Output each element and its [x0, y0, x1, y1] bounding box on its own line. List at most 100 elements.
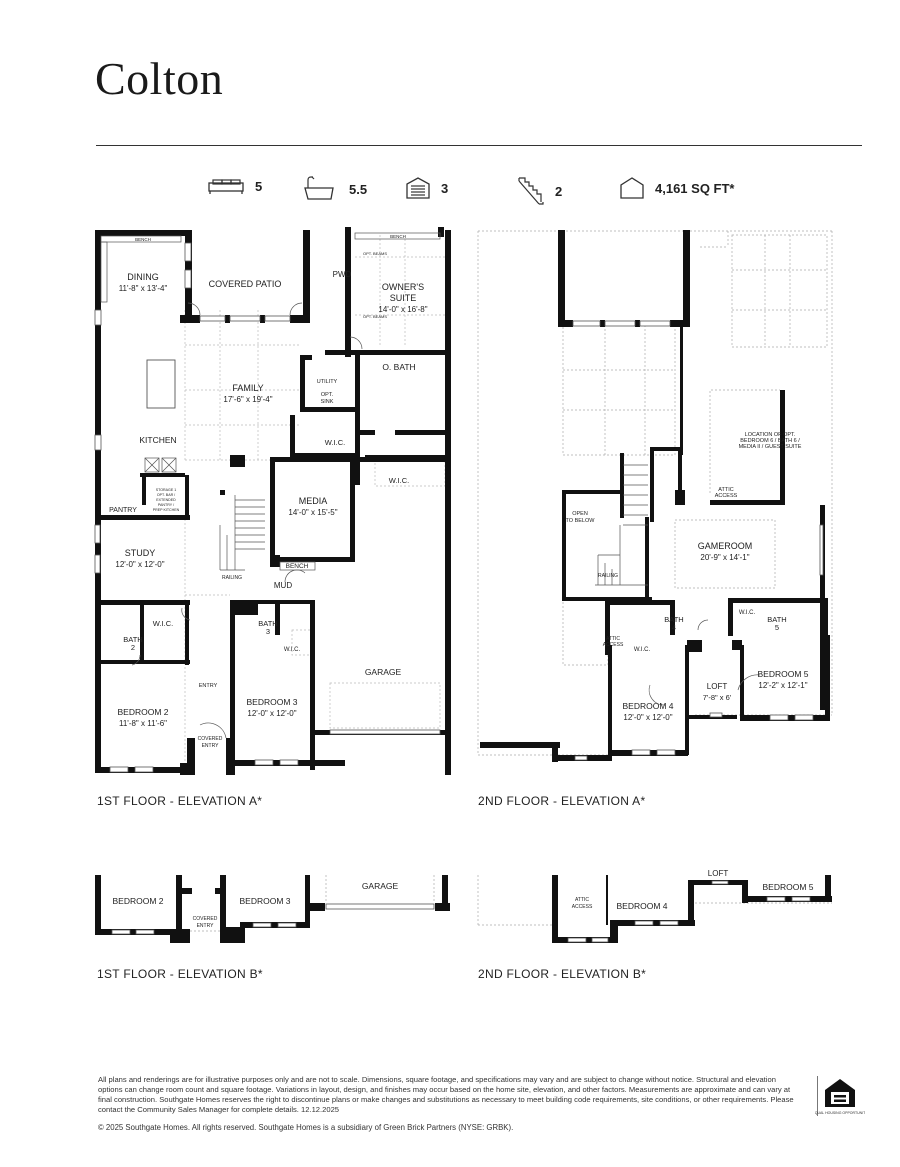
label-bench-dining: BENCH [135, 237, 151, 242]
stat-garage: 3 [405, 176, 448, 200]
room-bath3: BATH [258, 619, 277, 628]
stat-bedrooms-value: 5 [255, 178, 263, 194]
svg-text:2: 2 [131, 643, 135, 652]
elev-b-loft: LOFT [708, 870, 729, 878]
room-bedroom5-dims: 12'-2" x 12'-1" [758, 681, 807, 690]
label-open-to-below: OPEN [572, 511, 588, 517]
elev-b-covered-entry: COVERED [193, 916, 218, 922]
room-owners-suite: OWNER'S [382, 282, 424, 292]
room-covered-patio: COVERED PATIO [209, 279, 282, 289]
svg-text:SINK: SINK [321, 399, 334, 405]
garage-icon [406, 177, 430, 199]
room-o-bath: O. BATH [382, 362, 415, 372]
room-wic-owner2: W.I.C. [389, 476, 409, 485]
bed-icon [208, 179, 244, 194]
caption-2nd-floor-a: 2ND FLOOR - ELEVATION A* [478, 794, 646, 808]
label-attic-access: ATTIC [718, 487, 734, 493]
room-bath4: BATH [664, 615, 683, 624]
plan-stats: 5 5.5 3 2 4,161 SQ FT* [0, 176, 900, 206]
svg-text:ACCESS: ACCESS [603, 642, 624, 648]
label-attic-access-2: ATTIC [606, 636, 620, 642]
stat-sqft-value: 4,161 SQ FT* [655, 180, 735, 196]
copyright-notice: © 2025 Southgate Homes. All rights reser… [98, 1123, 514, 1132]
elev-b-garage: GARAGE [362, 881, 399, 891]
room-family-dims: 17'-6" x 19'-4" [223, 395, 272, 404]
room-garage: GARAGE [365, 667, 402, 677]
label-railing: RAILING [222, 575, 242, 581]
room-bedroom5: BEDROOM 5 [757, 669, 808, 679]
label-railing-2: RAILING [598, 573, 618, 579]
label-bench-owner: BENCH [390, 234, 406, 239]
label-bench-mud: BENCH [286, 563, 309, 570]
room-pwd: PWD [333, 270, 352, 279]
plan-title: Colton [95, 53, 224, 104]
header-divider [96, 145, 862, 146]
room-gameroom: GAMEROOM [698, 541, 753, 551]
room-bedroom2: BEDROOM 2 [117, 707, 168, 717]
room-bedroom3: BEDROOM 3 [246, 697, 297, 707]
room-dining-dims: 11'-8" x 13'-4" [119, 284, 168, 293]
stat-garage-value: 3 [441, 180, 449, 196]
svg-text:OPT. BAR /: OPT. BAR / [157, 493, 175, 497]
room-loft-dims: 7'-8" x 6' [703, 693, 732, 702]
room-owners-suite-dims: 14'-0" x 16'-8" [378, 305, 427, 314]
svg-text:OPT. BEAMS: OPT. BEAMS [363, 314, 387, 319]
room-wic-owner1: W.I.C. [325, 438, 345, 447]
svg-text:4: 4 [672, 623, 676, 632]
svg-text:TO BELOW: TO BELOW [566, 518, 596, 524]
svg-text:3: 3 [266, 627, 270, 636]
room-gameroom-dims: 20'-9" x 14'-1" [700, 553, 749, 562]
svg-text:ENTRY: ENTRY [202, 743, 220, 749]
room-wic-bed5: W.I.C. [739, 610, 756, 616]
room-entry: ENTRY [199, 683, 218, 689]
label-opt-location: LOCATION OF OPT. [745, 432, 796, 438]
svg-text:ACCESS: ACCESS [572, 904, 593, 910]
footer-divider [817, 1076, 818, 1116]
equal-housing-icon: EQUAL HOUSING OPPORTUNITY [815, 1079, 865, 1115]
room-study: STUDY [125, 548, 156, 558]
svg-text:ENTRY: ENTRY [197, 923, 215, 929]
room-kitchen: KITCHEN [139, 435, 176, 445]
room-family: FAMILY [232, 383, 263, 393]
stat-stories: 2 [517, 176, 562, 206]
room-wic-bed4: W.I.C. [634, 647, 651, 653]
elev-b-bedroom4: BEDROOM 4 [616, 901, 667, 911]
first-floor-plan-b: BEDROOM 2 COVERED ENTRY BEDROOM 3 GARAGE [95, 875, 450, 943]
room-dining: DINING [127, 272, 159, 282]
room-bedroom2-dims: 11'-8" x 11'-6" [119, 719, 167, 728]
stat-baths-value: 5.5 [349, 181, 368, 197]
svg-text:ACCESS: ACCESS [715, 493, 738, 499]
svg-text:SUITE: SUITE [390, 293, 417, 303]
room-covered-entry: COVERED [198, 736, 223, 742]
room-media: MEDIA [299, 496, 328, 506]
svg-text:EXTENDED: EXTENDED [156, 498, 176, 502]
room-opt-sink: OPT. [321, 392, 334, 398]
caption-1st-floor-b: 1ST FLOOR - ELEVATION B* [97, 967, 263, 981]
house-icon [620, 177, 644, 199]
elev-b-bedroom2: BEDROOM 2 [112, 896, 163, 906]
room-bedroom4-dims: 12'-0" x 12'-0" [623, 713, 672, 722]
svg-text:MEDIA II / GUEST SUITE: MEDIA II / GUEST SUITE [739, 444, 802, 450]
room-bath2: BATH [123, 635, 142, 644]
stat-sqft: 4,161 SQ FT* [619, 176, 734, 200]
room-media-dims: 14'-0" x 15'-5" [288, 508, 337, 517]
room-storage-1: STORAGE 1 [156, 488, 177, 492]
stat-baths: 5.5 [303, 176, 367, 202]
caption-1st-floor-a: 1ST FLOOR - ELEVATION A* [97, 794, 263, 808]
room-utility: UTILITY [317, 379, 338, 385]
room-bedroom3-dims: 12'-0" x 12'-0" [247, 709, 296, 718]
room-loft: LOFT [707, 682, 728, 691]
stairs-icon [518, 177, 544, 205]
eho-label: EQUAL HOUSING OPPORTUNITY [815, 1111, 865, 1115]
room-wic-bed2: W.I.C. [153, 619, 173, 628]
room-mud: MUD [274, 581, 292, 590]
first-floor-plan-a: DINING 11'-8" x 13'-4" COVERED PATIO PWD… [94, 227, 451, 775]
label-opt-beams: OPT. BEAMS [363, 251, 387, 256]
elev-b-attic: ATTIC [575, 897, 589, 903]
bathtub-icon [304, 176, 334, 200]
elev-b-bedroom5: BEDROOM 5 [762, 882, 813, 892]
legal-disclaimer: All plans and renderings are for illustr… [98, 1075, 794, 1114]
svg-text:PREP KITCHEN: PREP KITCHEN [153, 508, 180, 512]
svg-text:PANTRY /: PANTRY / [158, 503, 174, 507]
stat-stories-value: 2 [555, 183, 563, 199]
